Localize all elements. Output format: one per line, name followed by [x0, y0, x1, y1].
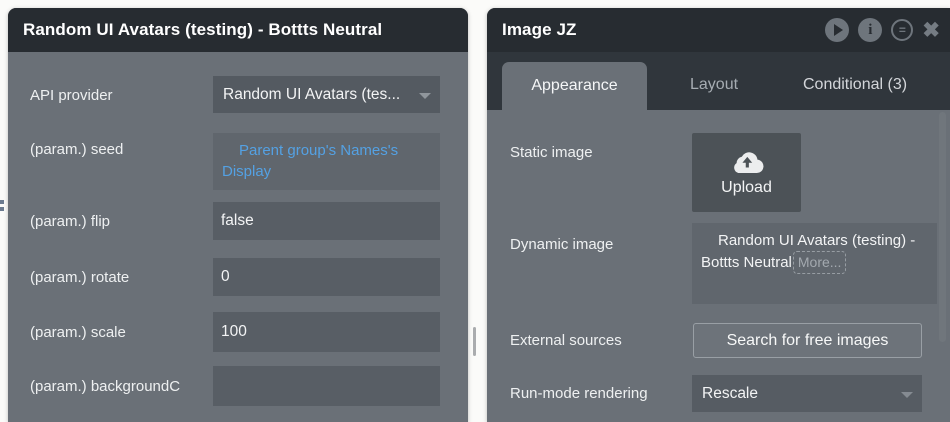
info-icon[interactable]: i [858, 18, 883, 42]
field-label-param-scale: (param.) scale [30, 324, 126, 341]
field-label-dynamic-image: Dynamic image [510, 236, 614, 253]
param-backgroundcolor-input[interactable] [213, 366, 440, 406]
field-label-run-mode-rendering: Run-mode rendering [510, 385, 648, 402]
cloud-upload-icon [733, 151, 763, 173]
param-scale-input[interactable]: 100 [213, 312, 440, 352]
field-label-api-provider: API provider [30, 87, 113, 104]
field-label-param-rotate: (param.) rotate [30, 269, 130, 286]
right-panel-title: Image JZ [502, 20, 577, 39]
api-provider-dropdown[interactable]: Random UI Avatars (tes... [213, 76, 440, 113]
dynamic-image-expression[interactable]: Random UI Avatars (testing) - Bottts Neu… [692, 223, 937, 304]
panel-scrollbar-thumb[interactable] [939, 112, 946, 342]
left-panel-header[interactable]: Random UI Avatars (testing) - Bottts Neu… [8, 8, 468, 52]
dynamic-image-expression-text: Random UI Avatars (testing) - Bottts Neu… [701, 232, 916, 271]
api-provider-value: Random UI Avatars (tes... [223, 85, 401, 103]
tab-appearance[interactable]: Appearance [502, 62, 647, 110]
tab-conditional[interactable]: Conditional (3) [803, 76, 908, 93]
chevron-down-icon [901, 391, 913, 398]
comment-icon[interactable]: = [891, 19, 914, 41]
left-panel-title: Random UI Avatars (testing) - Bottts Neu… [23, 20, 383, 39]
chevron-down-icon [419, 92, 431, 99]
right-panel-header[interactable]: Image JZ i = ✖ [487, 8, 950, 52]
tab-appearance-label: Appearance [531, 77, 618, 94]
play-icon[interactable] [825, 18, 850, 42]
canvas-element-fragment [0, 200, 4, 214]
header-icon-group: i = ✖ [825, 8, 940, 52]
more-button[interactable]: More... [792, 251, 847, 274]
image-element-properties-panel: Image JZ i = ✖ Appearance Layout Conditi… [487, 8, 950, 422]
tab-bar: Appearance Layout Conditional (3) [487, 52, 950, 110]
tab-layout[interactable]: Layout [690, 76, 739, 93]
upload-button-label: Upload [721, 178, 772, 196]
run-mode-rendering-value: Rescale [702, 384, 758, 402]
search-free-images-button[interactable]: Search for free images [693, 323, 922, 358]
upload-button[interactable]: Upload [692, 133, 801, 212]
field-label-param-flip: (param.) flip [30, 213, 111, 230]
field-label-static-image: Static image [510, 144, 593, 161]
param-flip-input[interactable]: false [213, 202, 440, 240]
field-label-param-backgroundcolor: (param.) backgroundC [30, 378, 181, 395]
run-mode-rendering-dropdown[interactable]: Rescale [692, 375, 922, 412]
field-label-external-sources: External sources [510, 332, 622, 349]
field-label-param-seed: (param.) seed [30, 141, 124, 158]
param-rotate-input[interactable]: 0 [213, 258, 440, 296]
close-icon[interactable]: ✖ [922, 18, 940, 42]
api-properties-panel: Random UI Avatars (testing) - Bottts Neu… [8, 8, 468, 422]
param-seed-dynamic-expression[interactable]: Parent group's Names's Display [213, 133, 440, 190]
canvas-scrollbar-thumb[interactable] [473, 327, 476, 356]
